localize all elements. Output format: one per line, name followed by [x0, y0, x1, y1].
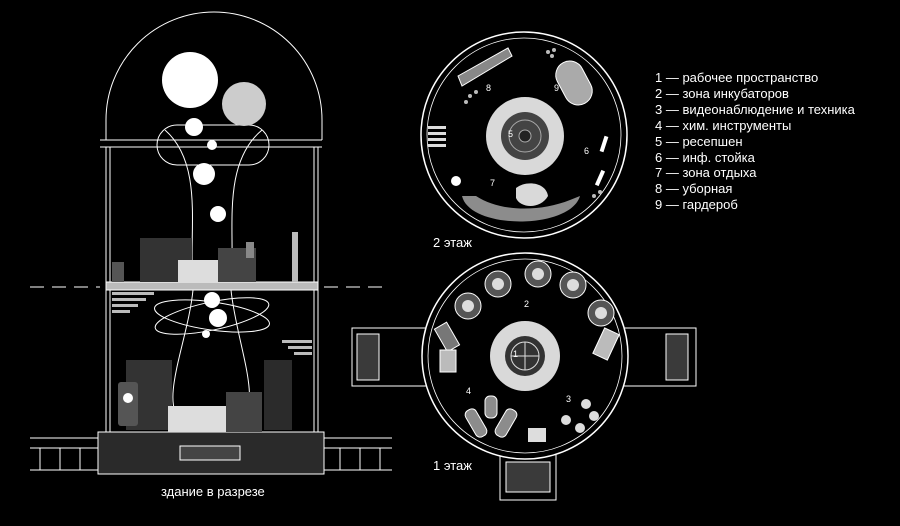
- legend-item: 2 — зона инкубаторов: [655, 85, 789, 101]
- section-label: здание в разрезе: [161, 484, 265, 499]
- dome: [105, 11, 323, 140]
- bubble-2: [222, 82, 266, 126]
- f2-zone-9: 9: [554, 83, 559, 93]
- floor2-label: 2 этаж: [433, 235, 472, 250]
- f1-zone-3: 3: [566, 394, 571, 404]
- legend-item: 6 — инф. стойка: [655, 149, 755, 165]
- floor2-plan: 8 9 5 6 7: [420, 31, 628, 239]
- f2-zone-5: 5: [508, 129, 513, 139]
- floor-slab: [105, 281, 319, 291]
- legend-item: 5 — ресепшен: [655, 133, 743, 149]
- legend-item: 1 — рабочее пространство: [655, 70, 819, 85]
- f1-zone-4: 4: [466, 386, 471, 396]
- bubble-1: [162, 52, 218, 108]
- f2-zone-7: 7: [490, 178, 495, 188]
- legend-item: 8 — уборная: [655, 181, 733, 197]
- f2-zone-8: 8: [486, 83, 491, 93]
- f1-zone-1: 1: [513, 349, 518, 359]
- legend-item: 9 — гардероб: [655, 197, 738, 213]
- legend-item: 7 — зона отдыха: [655, 165, 757, 181]
- legend-item: 4 — хим. инструменты: [655, 117, 792, 133]
- floor1-plan: 1 2 3 4: [351, 252, 697, 501]
- legend-item: 3 — видеонаблюдение и техника: [655, 101, 855, 117]
- f1-zone-2: 2: [524, 299, 529, 309]
- floor1-label: 1 этаж: [433, 458, 472, 473]
- f2-zone-6: 6: [584, 146, 589, 156]
